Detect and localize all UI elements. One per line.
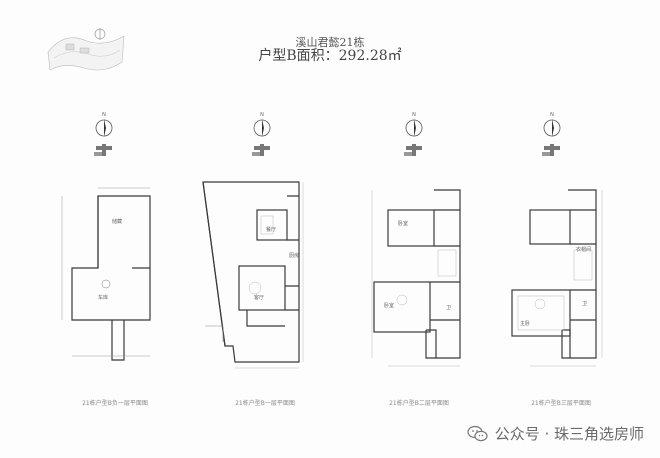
project-name: 溪山君懿21栋 — [295, 36, 365, 49]
room-label: 厨房 — [289, 253, 300, 259]
plan-caption: 21栋户型B负一层平面图 — [82, 400, 148, 407]
room-label: 衣帽间 — [576, 247, 592, 253]
room-label: 卫 — [582, 301, 588, 307]
plan-caption: 21栋户型B二层平面图 — [389, 400, 449, 407]
floorplan-second-floor — [371, 189, 461, 367]
wechat-icon — [467, 425, 488, 441]
floorplan-ground-floor — [202, 181, 304, 369]
north-arrow-icon: N — [404, 112, 423, 156]
plan-caption: 21栋户型B三层平面图 — [531, 400, 591, 407]
north-arrow-icon: N — [252, 112, 271, 156]
svg-text:N: N — [550, 112, 554, 118]
plan-caption: 21栋户型B一层平面图 — [235, 400, 295, 407]
watermark: 公众号 · 珠三角选房师 — [467, 423, 644, 444]
room-label: 卫 — [446, 305, 452, 311]
north-arrow-icon: N — [94, 112, 113, 156]
svg-text:N: N — [260, 112, 264, 118]
room-label: 卧室 — [384, 303, 395, 309]
floorplan-third-floor — [511, 189, 603, 367]
svg-text:N: N — [412, 112, 416, 118]
room-label: 客厅 — [254, 295, 265, 301]
watermark-text: 公众号 · 珠三角选房师 — [494, 425, 644, 443]
north-arrow-icon: N — [542, 112, 561, 156]
floorplan-basement — [61, 187, 151, 361]
room-label: 主卧 — [520, 321, 531, 327]
site-key-map — [47, 28, 125, 71]
unit-area-title: 户型B面积：292.28㎡ — [258, 48, 402, 64]
room-label: 餐厅 — [266, 227, 277, 233]
room-label: 卧室 — [398, 221, 409, 227]
room-label: 储藏 — [112, 219, 123, 225]
room-label: 车库 — [98, 295, 109, 301]
svg-text:N: N — [102, 112, 106, 118]
